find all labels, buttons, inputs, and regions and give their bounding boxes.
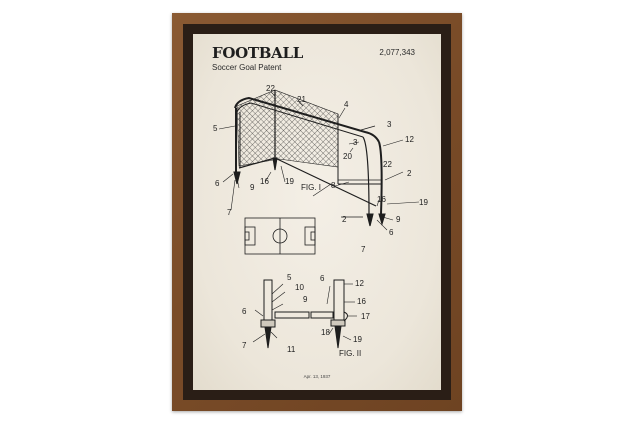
ref-number: 6: [389, 228, 394, 237]
goal-net: [236, 89, 339, 168]
ref-number: 7: [361, 245, 366, 254]
goal-drawing: [233, 89, 386, 227]
ref-number: 22: [266, 84, 275, 93]
ref-number: 7: [242, 341, 247, 350]
ref-number: 18: [321, 328, 330, 337]
ref-number: 22: [383, 160, 392, 169]
ref-number: 6: [320, 274, 325, 283]
ref-number: 16: [377, 195, 386, 204]
fig2-drawing: [252, 279, 357, 349]
ref-number: 8: [331, 181, 336, 190]
field-diagram: [244, 217, 316, 255]
patent-poster: FOOTBALL Soccer Goal Patent 2,077,343: [193, 34, 441, 390]
ref-number: 19: [285, 177, 294, 186]
ref-number: 16: [357, 297, 366, 306]
ref-number: 4: [344, 100, 349, 109]
ref-number: 7: [227, 208, 232, 217]
ref-number: 20: [343, 152, 352, 161]
fig1-caption: FIG. I: [301, 183, 321, 192]
ref-number: 6: [215, 179, 220, 188]
ref-number: 12: [355, 279, 364, 288]
ref-number: 17: [361, 312, 370, 321]
ref-number: 11: [287, 345, 296, 354]
patent-date: Apr. 13, 1937: [303, 374, 331, 379]
reference-labels: 22 21 4 3 5 12 3 20 6 9 16 19 FIG. I 8 2…: [213, 84, 428, 358]
ref-number: 6: [242, 307, 247, 316]
ref-number: 9: [250, 183, 255, 192]
ref-number: 16: [260, 177, 269, 186]
ref-number: 2: [407, 169, 412, 178]
poster-subtitle: Soccer Goal Patent: [212, 63, 282, 72]
ref-number: 12: [405, 135, 414, 144]
ref-number: 21: [297, 95, 306, 104]
ref-number: 5: [287, 273, 292, 282]
ref-number: 5: [213, 124, 218, 133]
ref-number: 9: [303, 295, 308, 304]
patent-number: 2,077,343: [379, 48, 415, 57]
ref-number: 19: [353, 335, 362, 344]
ref-number: 10: [295, 283, 304, 292]
ref-number: 19: [419, 198, 428, 207]
poster-title: FOOTBALL: [212, 44, 303, 62]
goal-crossbar: [234, 96, 380, 143]
ref-number: 9: [396, 215, 401, 224]
fig2-caption: FIG. II: [339, 349, 361, 358]
ref-number: 3: [353, 138, 358, 147]
ref-number: 2: [342, 215, 347, 224]
patent-drawing: 22 21 4 3 5 12 3 20 6 9 16 19 FIG. I 8 2…: [213, 84, 428, 358]
ref-number: 3: [387, 120, 392, 129]
goal-right-post: [378, 141, 383, 215]
